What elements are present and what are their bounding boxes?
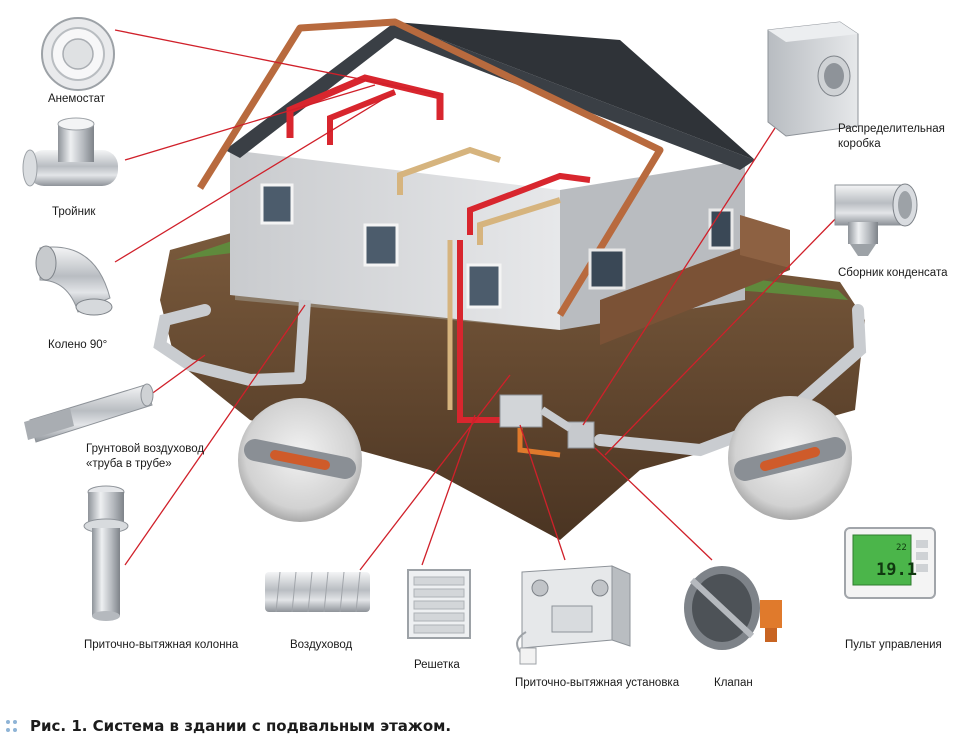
leader-condensate (604, 211, 843, 456)
caption-text: Система в здании с подвальным этажом. (87, 717, 452, 735)
label-supply-exhaust-column: Приточно-вытяжная колонна (84, 639, 239, 651)
panel-display-top: 22 (896, 543, 907, 553)
caption-dots-icon (6, 720, 18, 732)
label-control-panel: Пульт управления (845, 639, 942, 651)
ventilation-system-diagram: 22 19.1 (22, 17, 936, 665)
figure-caption: Рис. 1. Система в здании с подвальным эт… (0, 712, 968, 740)
leader-unit (519, 424, 566, 561)
damper-valve-icon (684, 566, 782, 650)
leader-ground-duct (149, 354, 206, 396)
grille-icon (407, 569, 471, 639)
label-grille: Решетка (414, 659, 460, 671)
panel-display-big: 19.1 (876, 560, 917, 580)
elbow-fitting-icon (35, 245, 113, 316)
leader-air-duct (359, 374, 511, 571)
caption-text-wrap: Рис. 1. Система в здании с подвальным эт… (30, 717, 451, 735)
label-valve: Клапан (714, 677, 753, 689)
ventilation-column-icon (83, 485, 129, 621)
label-distribution-box: Распределительная коробка (838, 122, 945, 152)
condensate-collector-icon (834, 183, 918, 256)
label-distribution-box-line2: коробка (838, 138, 881, 150)
label-anemostat: Анемостат (48, 93, 106, 105)
ground-duct-icon (24, 383, 154, 443)
label-ground-duct: Грунтовой воздуховод «труба в трубе» (86, 442, 204, 472)
leader-elbow (114, 91, 396, 263)
tee-fitting-icon (22, 117, 118, 187)
label-supply-exhaust-unit: Приточно-вытяжная установка (515, 677, 680, 689)
label-ground-duct-line2: «труба в трубе» (86, 458, 172, 470)
distribution-box-icon (767, 21, 859, 137)
house-illustration (153, 18, 867, 540)
leader-valve (594, 447, 713, 561)
ventilation-unit-icon (516, 565, 631, 665)
label-condensate-collector: Сборник конденсата (838, 267, 948, 279)
control-panel-icon: 22 19.1 (844, 527, 936, 599)
caption-prefix: Рис. 1. (30, 717, 88, 735)
leader-lines (114, 29, 843, 571)
label-distribution-box-line1: Распределительная (838, 123, 945, 135)
label-air-duct: Воздуховод (290, 639, 353, 651)
label-ground-duct-line1: Грунтовой воздуховод (86, 443, 205, 455)
label-elbow: Колено 90° (48, 339, 108, 351)
label-tee: Тройник (52, 206, 96, 218)
anemostat-icon (41, 17, 115, 91)
leader-box (582, 127, 776, 426)
leader-anemostat (114, 29, 441, 96)
leader-grille (421, 414, 476, 566)
leader-column (124, 304, 306, 566)
leader-tee (124, 84, 376, 161)
air-duct-icon (265, 571, 370, 613)
